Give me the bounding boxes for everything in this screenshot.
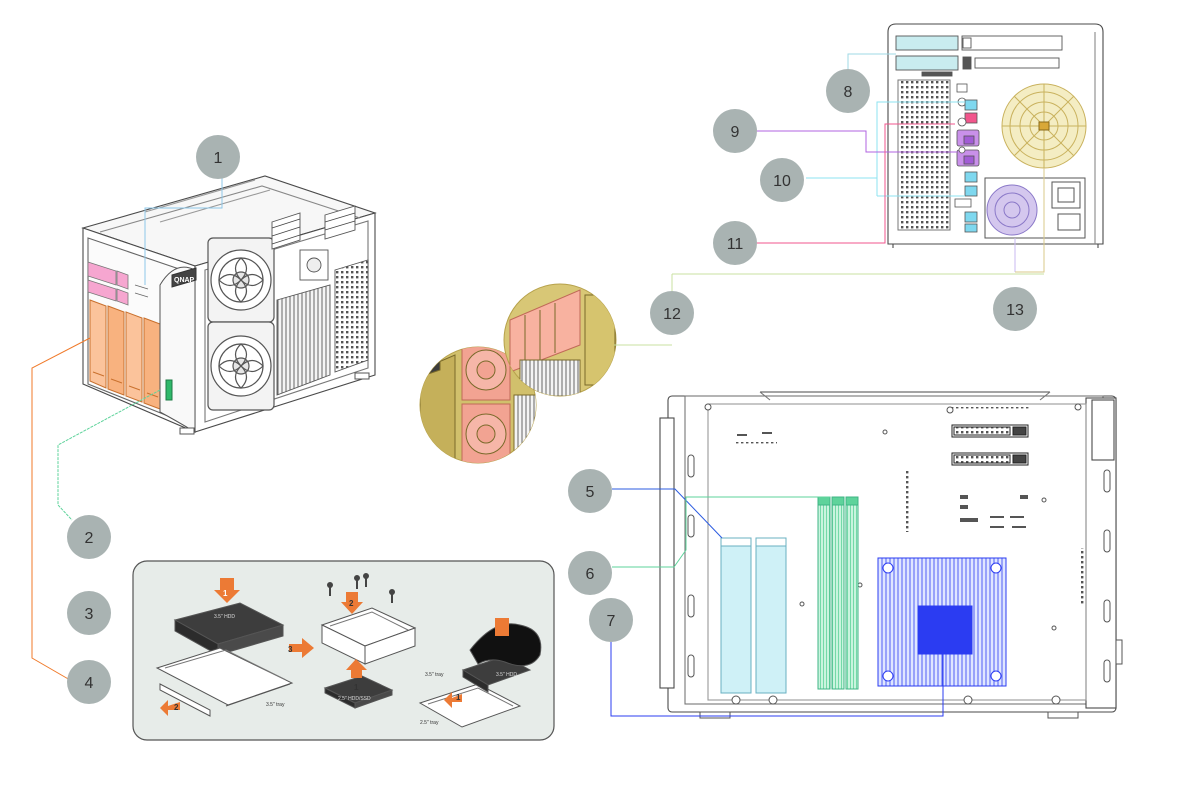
callout-5-label: 5 xyxy=(586,484,595,501)
fan-zoom-circle-b xyxy=(503,283,617,397)
inset-step-1c: 1 xyxy=(456,693,461,702)
callout-9-label: 9 xyxy=(731,124,740,141)
front-feet xyxy=(179,372,370,435)
inset-tray35-label-a: 3.5" tray xyxy=(266,702,285,708)
callout-3-label: 3 xyxy=(85,606,94,623)
front-internals xyxy=(271,205,369,396)
inset-step-2a: 2 xyxy=(174,703,179,712)
callout-10-label: 10 xyxy=(773,173,791,190)
callout-10: 10 xyxy=(760,158,804,202)
inset-step-1b: 1 xyxy=(354,683,359,692)
callout-11: 11 xyxy=(713,221,757,265)
callout-1: 1 xyxy=(196,135,240,179)
inset-ssd25-label: 2.5" HDD/SSD xyxy=(338,696,371,702)
callout-8-label: 8 xyxy=(844,84,853,101)
front-drive-trays xyxy=(89,299,161,410)
callout-7-label: 7 xyxy=(607,613,616,630)
front-usb-ports xyxy=(87,261,149,306)
callout-2-label: 2 xyxy=(85,530,94,547)
fan-zoom-circle-a xyxy=(419,346,537,464)
side-headers xyxy=(735,432,1084,604)
callout-7: 7 xyxy=(589,598,633,642)
callout-badges: 1 2 3 4 5 6 7 8 xyxy=(67,69,1037,704)
inset-hdd35-label: 3.5" HDD xyxy=(214,614,235,620)
callout-3: 3 xyxy=(67,591,111,635)
inset-tray25-label: 2.5" tray xyxy=(420,720,439,726)
inset-step-3a: 3 xyxy=(288,645,293,654)
inset-tray-35-assembly xyxy=(155,602,294,717)
inset-arrow-3a xyxy=(289,638,314,658)
side-ram-slots xyxy=(817,496,859,690)
inset-arrow-1c xyxy=(444,692,462,708)
callout-2: 2 xyxy=(67,515,111,559)
callout-8: 8 xyxy=(826,69,870,113)
callout-13-label: 13 xyxy=(1006,302,1024,319)
side-leader-lines xyxy=(610,488,944,717)
callout-9: 9 xyxy=(713,109,757,153)
callout-1-label: 1 xyxy=(214,150,223,167)
side-rail-slots xyxy=(687,454,1123,683)
rear-vent-grid xyxy=(897,79,951,231)
inset-arrow-2a xyxy=(160,700,180,716)
inset-step-1a: 1 xyxy=(223,589,228,598)
callout-12-label: 12 xyxy=(663,306,681,323)
inset-arrow-1b xyxy=(346,659,367,678)
front-fans xyxy=(207,237,275,411)
rear-pcie-slots xyxy=(895,35,1063,77)
rear-fan xyxy=(1001,83,1087,169)
rear-leader-lines xyxy=(672,53,1045,275)
front-door-panel xyxy=(159,266,196,433)
callout-6: 6 xyxy=(568,551,612,595)
front-leader-lines xyxy=(31,178,223,681)
rear-psu xyxy=(984,177,1086,239)
inset-step-2b: 2 xyxy=(349,599,354,608)
callout-4: 4 xyxy=(67,660,111,704)
inset-arrow-2b xyxy=(341,592,363,614)
front-logo: QNAP xyxy=(171,267,197,288)
inset-screws xyxy=(327,573,395,603)
side-pcie-slots xyxy=(950,407,1030,466)
rear-ports xyxy=(954,83,980,233)
side-cpu-heatsink xyxy=(877,557,1007,687)
inset-hdd35-label-b: 3.5" HDD xyxy=(496,672,517,678)
inset-arrow-1a xyxy=(214,578,240,603)
callout-4-label: 4 xyxy=(85,675,94,692)
inset-tray-25-assembly xyxy=(320,607,417,709)
callout-12: 12 xyxy=(650,291,694,335)
callout-6-label: 6 xyxy=(586,566,595,583)
hdd-install-inset: 1 3.5" HDD 3 2 3.5" tray 2 1 2.5" HDD/SS… xyxy=(132,560,555,741)
inset-hand-assembly xyxy=(418,618,542,728)
callout-11-label: 11 xyxy=(727,236,744,253)
front-logo-text: QNAP xyxy=(174,277,195,284)
side-m2-slots xyxy=(720,537,787,694)
callout-13: 13 xyxy=(993,287,1037,331)
callout-5: 5 xyxy=(568,469,612,513)
inset-tray35-label-b: 3.5" tray xyxy=(425,672,444,678)
side-feet xyxy=(699,711,1079,719)
